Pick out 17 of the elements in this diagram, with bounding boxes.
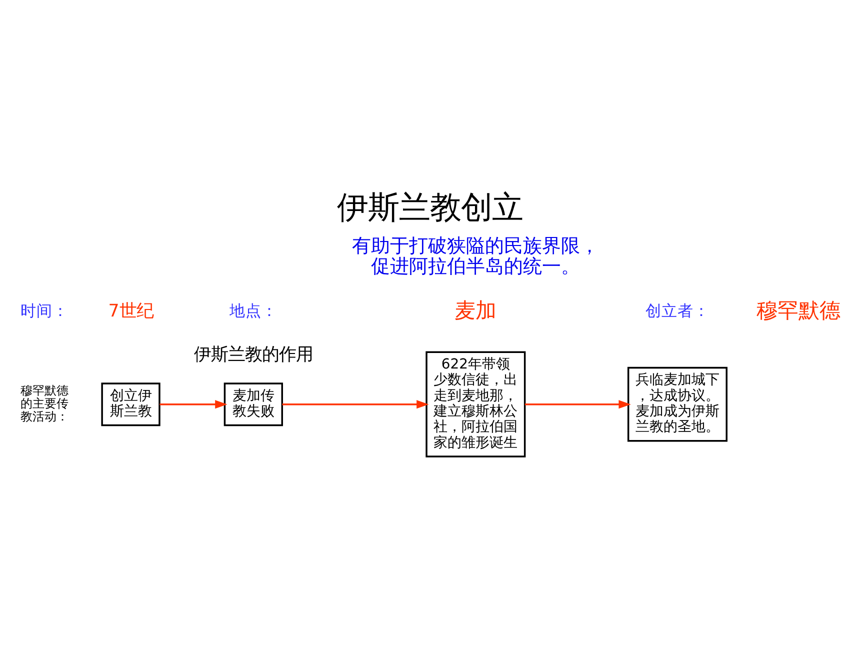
arrow: [282, 400, 429, 408]
arrow: [524, 400, 631, 408]
node-box: 创立伊斯兰教: [101, 382, 160, 426]
diagram-title: 伊斯兰教创立: [337, 190, 523, 226]
label: 麦加: [454, 298, 497, 322]
label: 地点：: [229, 300, 278, 320]
label: 创立者：: [645, 300, 710, 320]
arrow: [160, 400, 228, 408]
node-box: 622年带领少数信徒，出走到麦地那，建立穆斯林公社，阿拉伯国家的雏形诞生: [426, 350, 526, 457]
label: 时间：: [20, 300, 69, 320]
label: 有助于打破狭隘的民族界限，促进阿拉伯半岛的统一。: [352, 233, 600, 278]
node-box: 兵临麦加城下，达成协议。麦加成为伊斯兰教的圣地。: [627, 366, 728, 442]
node-box: 麦加传教失败: [224, 382, 283, 426]
label: 伊斯兰教的作用: [194, 344, 313, 364]
label: 穆罕默德的主要传教活动：: [20, 383, 69, 424]
label: 穆罕默德: [756, 298, 840, 322]
label: 7世纪: [108, 300, 154, 321]
